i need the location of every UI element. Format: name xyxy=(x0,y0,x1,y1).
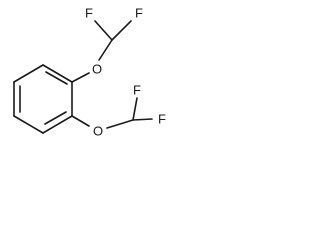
chemical-structure-diagram: O F F O F F xyxy=(13,6,166,139)
ring-double-bond xyxy=(44,111,67,125)
atom-fluorine-upper-left: F xyxy=(85,6,93,21)
benzene-ring xyxy=(13,64,73,134)
ring-double-bond xyxy=(45,71,68,85)
carbon-fluorine-bond xyxy=(94,20,113,41)
ring-bond xyxy=(42,115,73,134)
lower-difluoromethoxy-group: O F F xyxy=(71,83,166,139)
carbon-fluorine-bond xyxy=(132,118,153,121)
ring-oxygen-bond xyxy=(71,72,90,83)
ring-bond xyxy=(13,115,44,134)
oxygen-carbon-bond xyxy=(106,119,134,129)
carbon-fluorine-bond xyxy=(132,97,138,121)
atom-fluorine-lower-left: F xyxy=(133,83,141,98)
oxygen-carbon-bond xyxy=(98,39,113,61)
carbon-fluorine-bond xyxy=(111,20,132,41)
atom-oxygen-upper: O xyxy=(92,62,102,77)
ring-oxygen-bond xyxy=(71,115,90,127)
ring-bond xyxy=(13,64,44,83)
ring-bond xyxy=(42,64,73,83)
upper-difluoromethoxy-group: O F F xyxy=(71,6,143,83)
atom-fluorine-lower-right: F xyxy=(158,112,166,127)
atom-fluorine-upper-right: F xyxy=(135,6,143,21)
atom-oxygen-lower: O xyxy=(93,124,103,139)
